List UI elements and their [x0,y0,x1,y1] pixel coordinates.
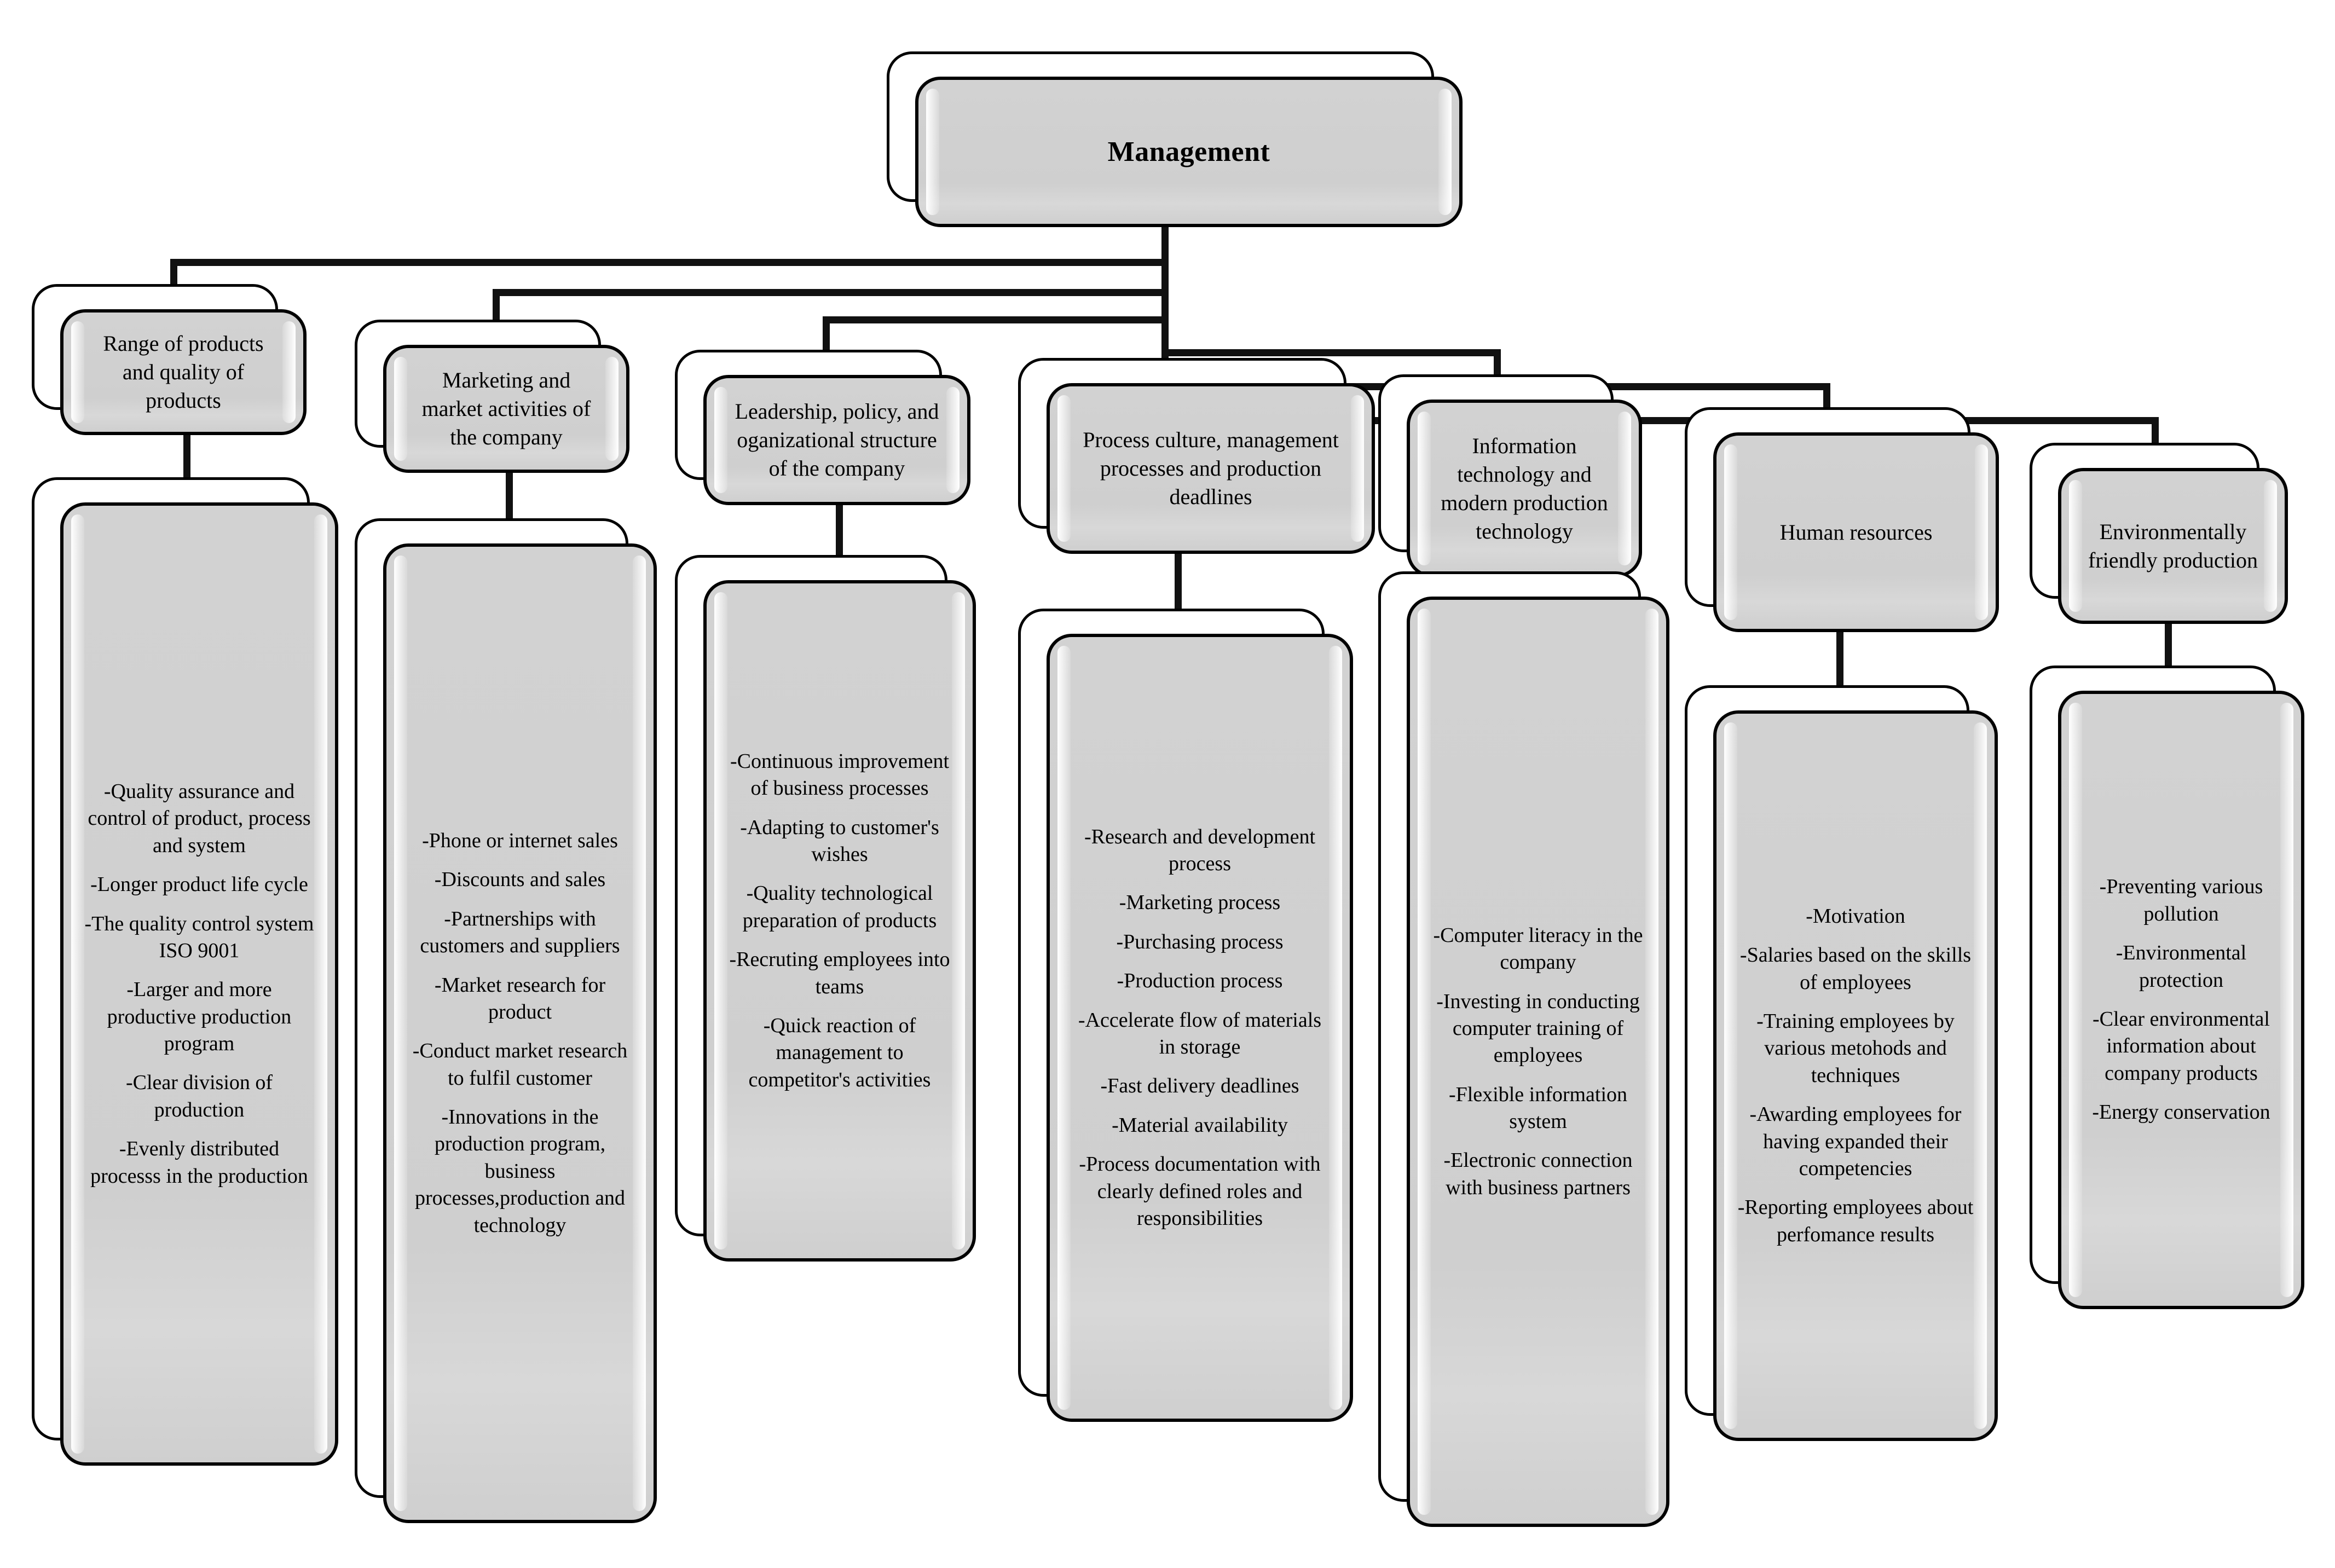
list-item: -Reporting employees about perfomance re… [1737,1196,1974,1246]
list-item: -Phone or internet sales [422,829,618,852]
list-item: -Salaries based on the skills of employe… [1739,944,1972,994]
node-category-range-of-products[interactable]: Range of products and quality of product… [32,284,307,435]
connector-bar-branch-5 [1161,349,1501,356]
node-face: Human resources [1713,432,1999,632]
list-item: -Motivation [1806,904,1905,928]
list-item: -Material availability [1112,1113,1288,1137]
node-details-marketing[interactable]: -Phone or internet sales -Discounts and … [355,518,657,1523]
node-label-environmentally-friendly: Environmentally friendly production [2088,519,2258,572]
detail-list-environmentally-friendly: -Preventing various pollution -Environme… [2080,873,2282,1126]
node-details-leadership[interactable]: -Continuous improvement of business proc… [675,555,976,1262]
node-details-environmentally-friendly[interactable]: -Preventing various pollution -Environme… [2030,666,2304,1309]
node-details-information-technology[interactable]: -Computer literacy in the company -Inves… [1378,571,1669,1527]
detail-list-information-technology: -Computer literacy in the company -Inves… [1429,922,1647,1202]
list-item: -Quick reaction of management to competi… [748,1014,931,1091]
list-item: -Computer literacy in the company [1433,923,1643,974]
detail-list-leadership: -Continuous improvement of business proc… [726,748,953,1093]
node-face: Marketing and market activities of the c… [383,345,629,473]
node-category-human-resources[interactable]: Human resources [1685,407,1999,632]
list-item: -Environmental protection [2116,941,2247,992]
list-item: -Energy conservation [2092,1101,2270,1124]
node-face: Leadership, policy, and oganizational st… [703,375,970,505]
list-item: -Production process [1117,969,1283,993]
node-details-range-of-products[interactable]: -Quality assurance and control of produc… [32,477,338,1466]
node-face: -Quality assurance and control of produc… [60,502,338,1466]
list-item: -Larger and more productive production p… [107,978,292,1056]
node-face: Information technology and modern produc… [1407,400,1642,577]
node-label-marketing: Marketing and market activities of the c… [421,368,591,449]
connector-bar-branch-3 [823,316,1169,323]
detail-list-marketing: -Phone or internet sales -Discounts and … [406,828,634,1239]
node-face: -Phone or internet sales -Discounts and … [383,543,657,1523]
detail-list-human-resources: -Motivation -Salaries based on the skill… [1736,903,1975,1248]
node-face: Process culture, management processes an… [1047,383,1375,554]
connector-bar-branch-2 [493,289,1169,296]
list-item: -Clear environmental information about c… [2093,1008,2270,1085]
list-item: -Innovations in the production program, … [414,1106,626,1237]
node-face: Management [915,77,1463,227]
list-item: -Training employees by various metohods … [1756,1010,1955,1087]
node-label-range-of-products: Range of products and quality of product… [103,331,264,413]
node-face: Range of products and quality of product… [60,309,307,435]
list-item: -Flexible information system [1448,1083,1628,1133]
node-face: -Computer literacy in the company -Inves… [1407,597,1669,1527]
node-label-human-resources: Human resources [1779,519,1933,545]
list-item: -Market research for product [434,973,606,1023]
list-item: -Adapting to customer's wishes [740,815,939,866]
node-category-marketing[interactable]: Marketing and market activities of the c… [355,320,629,473]
list-item: -Conduct market research to fulfil custo… [412,1039,628,1090]
list-item: -Discounts and sales [434,868,606,892]
node-details-process-culture[interactable]: -Research and development process -Marke… [1018,609,1353,1422]
node-label-process-culture: Process culture, management processes an… [1083,427,1339,509]
list-item: -Investing in conducting computer traini… [1436,990,1640,1067]
list-item: -Electronic connection with business par… [1443,1149,1633,1199]
list-item: -Continuous improvement of business proc… [730,749,950,800]
node-face: -Motivation -Salaries based on the skill… [1713,710,1998,1441]
node-category-environmentally-friendly[interactable]: Environmentally friendly production [2030,443,2288,624]
node-category-information-technology[interactable]: Information technology and modern produc… [1378,374,1642,577]
node-management-root[interactable]: Management [887,51,1463,227]
list-item: -Process documentation with clearly defi… [1079,1153,1321,1230]
connector-bar-branch-1 [170,259,1169,266]
list-item: -Research and development process [1084,825,1316,876]
list-item: -Purchasing process [1116,930,1284,953]
list-item: -Preventing various pollution [2099,875,2263,925]
node-details-human-resources[interactable]: -Motivation -Salaries based on the skill… [1685,685,1998,1441]
node-label-leadership: Leadership, policy, and oganizational st… [735,399,939,481]
node-face: -Continuous improvement of business proc… [703,580,976,1262]
list-item: -Partnerships with customers and supplie… [420,907,620,958]
node-label-management: Management [1107,136,1270,167]
node-label-information-technology: Information technology and modern produc… [1441,433,1608,543]
list-item: -Recruting employees into teams [729,948,950,998]
list-item: -Marketing process [1119,891,1281,915]
list-item: -Fast delivery deadlines [1100,1074,1299,1098]
node-face: -Research and development process -Marke… [1047,634,1353,1422]
detail-list-range-of-products: -Quality assurance and control of produc… [83,778,316,1190]
list-item: -Quality assurance and control of produc… [88,779,311,857]
list-item: -Clear division of production [125,1071,273,1121]
node-face: -Preventing various pollution -Environme… [2058,691,2304,1309]
node-category-leadership[interactable]: Leadership, policy, and oganizational st… [675,350,970,505]
detail-list-process-culture: -Research and development process -Marke… [1069,824,1331,1233]
list-item: -Accelerate flow of materials in storage [1078,1008,1322,1058]
list-item: -Evenly distributed processs in the prod… [90,1137,308,1188]
list-item: -Longer product life cycle [90,873,308,896]
list-item: -Quality technological preparation of pr… [742,882,937,932]
node-category-process-culture[interactable]: Process culture, management processes an… [1018,358,1375,554]
list-item: -Awarding employees for having expanded … [1749,1103,1962,1180]
list-item: -The quality control system ISO 9001 [84,912,314,962]
node-face: Environmentally friendly production [2058,468,2288,624]
